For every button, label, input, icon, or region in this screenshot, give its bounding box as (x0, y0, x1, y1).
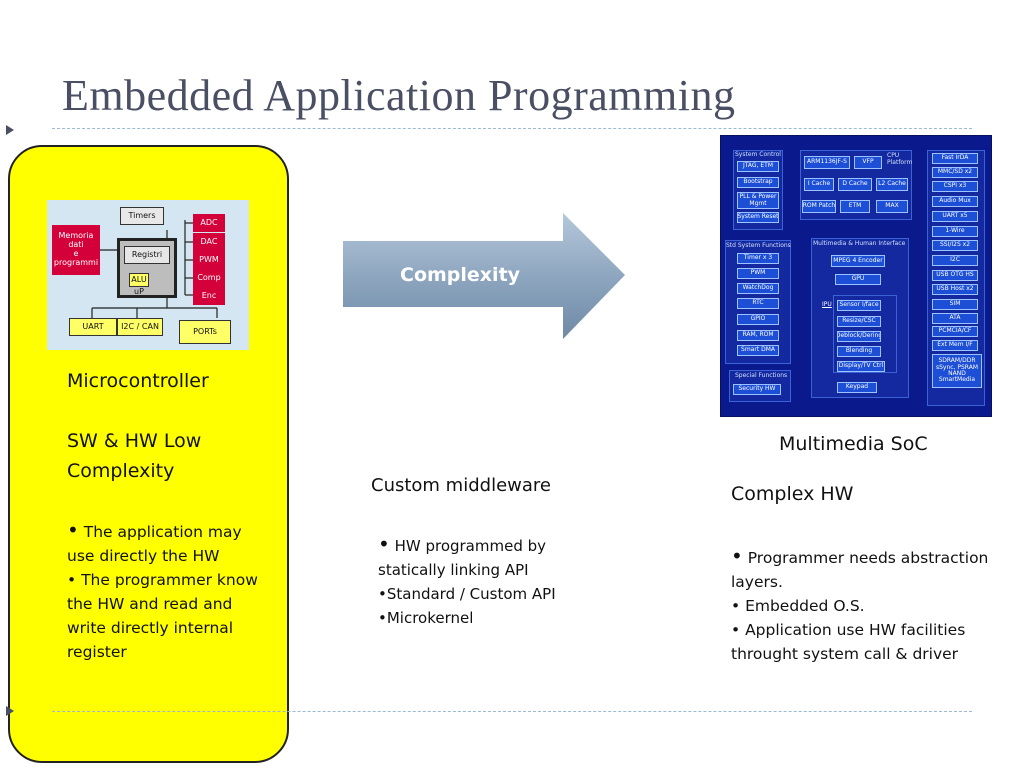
pll-block: PLL & Power Mgmt (737, 192, 779, 209)
l2cache-block: L2 Cache (876, 178, 908, 191)
arm-core-block: ARM1136JF-S (804, 156, 850, 169)
dac-block: DAC (193, 233, 225, 251)
deblock-block: Deblock/Dering (837, 331, 881, 342)
multimedia-label: Multimedia & Human Interface (813, 240, 906, 247)
uart-soc-block: UART x5 (932, 211, 978, 222)
ram-rom-block: RAM, ROM (737, 330, 779, 341)
usb-host-block: USB Host x2 (932, 284, 978, 295)
gpio-block: GPIO (737, 314, 779, 325)
std-system-label: Std System Functions (726, 242, 791, 249)
triangle-marker-icon (6, 706, 14, 716)
gpu-block: GPU (835, 274, 881, 285)
cspi-block: CSPI x3 (932, 181, 978, 192)
dcache-block: D Cache (838, 178, 872, 191)
ext-mem-block: Ext Mem I/F (932, 340, 978, 351)
sim-block: SIM (932, 299, 978, 310)
bottom-divider (52, 711, 972, 712)
i2c-can-block: I2C / CAN (117, 318, 163, 336)
memory-label-4: programmi (53, 257, 99, 267)
list-item: • Programmer needs abstraction layers. (731, 544, 989, 591)
complexity-arrow (343, 213, 625, 339)
memory-label-3: e (73, 249, 79, 258)
triangle-marker-icon (6, 125, 14, 135)
keypad-block: Keypad (837, 382, 877, 393)
slide-title: Embedded Application Programming (62, 71, 736, 120)
mpeg4-block: MPEG 4 Encoder (831, 255, 885, 267)
enc-block: Enc (193, 287, 225, 305)
pwm-block: PWM (193, 251, 225, 269)
watchdog-block: WatchDog (737, 283, 779, 294)
sdram-block: SDRAM/DDR sSync, PSRAM NAND SmartMedia (932, 354, 982, 388)
ssi-i2s-block: SSI/I2S x2 (932, 240, 978, 251)
microcontroller-block-diagram: Timers Memoria dati e programmi Registri… (47, 200, 249, 350)
timers-block: Timers (120, 207, 164, 225)
pcmcia-block: PCMCIA/CF (932, 326, 978, 337)
adc-block: ADC (193, 214, 225, 232)
alu-block: ALU (129, 273, 149, 287)
list-item: • Embedded O.S. (731, 597, 865, 615)
memory-label-1: Memoria (58, 231, 94, 241)
etm-block: ETM (840, 200, 870, 213)
i2c-soc-block: I2C (932, 255, 978, 266)
fast-irda-block: Fast IrDA (932, 153, 978, 164)
rtc-block: RTC (737, 298, 779, 309)
timer-block: Timer x 3 (737, 253, 779, 264)
pwm-soc-block: PWM (737, 268, 779, 279)
list-item: • Application use HW facilities throught… (731, 621, 966, 663)
list-item: • The application may use directly the H… (67, 518, 242, 565)
ipu-label: IPU (822, 301, 832, 308)
mmc-sd-block: MMC/SD x2 (932, 167, 978, 178)
security-hw-block: Security HW (733, 384, 781, 395)
microcontroller-bullets: • The application may use directly the H… (67, 518, 267, 664)
list-item: • The programmer know the HW and read an… (67, 571, 258, 661)
jtag-block: JTAG, ETM (737, 161, 779, 172)
icache-block: I Cache (804, 178, 834, 191)
microcontroller-heading: Microcontroller (67, 370, 209, 392)
list-item: •Standard / Custom API (378, 585, 556, 603)
top-divider (52, 128, 972, 129)
complex-hw-heading: Complex HW (731, 483, 854, 505)
rom-patch-block: ROM Patch (802, 200, 836, 213)
special-functions-label: Special Functions (735, 372, 788, 379)
multimedia-soc-diagram: System Control JTAG, ETM Bootstrap PLL &… (720, 135, 992, 417)
display-ctrl-block: Display/TV Ctrl (837, 361, 885, 372)
low-complexity-subheading: SW & HW Low Complexity (67, 430, 202, 482)
smart-dma-block: Smart DMA (737, 345, 779, 356)
one-wire-block: 1-Wire (932, 226, 978, 237)
soc-caption: Multimedia SoC (779, 433, 928, 455)
up-label: uP (134, 286, 144, 296)
sensor-interface-block: Sensor I/face (837, 300, 881, 311)
middleware-heading: Custom middleware (371, 475, 551, 496)
middleware-bullets: • HW programmed by statically linking AP… (378, 532, 588, 630)
vfp-block: VFP (854, 156, 882, 169)
list-item: • HW programmed by statically linking AP… (378, 532, 547, 579)
usb-otg-block: USB OTG HS (932, 270, 978, 281)
list-item: •Microkernel (378, 609, 474, 627)
blending-block: Blending (837, 346, 881, 357)
system-reset-block: System Reset (737, 212, 779, 223)
memory-block: Memoria dati e programmi (52, 225, 100, 275)
bootstrap-block: Bootstrap (737, 177, 779, 188)
ports-block: PORTs (179, 320, 231, 344)
resize-csc-block: Resize/CSC (837, 316, 881, 327)
arrow-label: Complexity (400, 264, 521, 286)
memory-label-2: dati (68, 240, 84, 250)
complex-hw-bullets: • Programmer needs abstraction layers. •… (731, 544, 991, 666)
audio-mux-block: Audio Mux (932, 196, 978, 207)
cpu-platform-label: CPU Platform (887, 152, 913, 166)
registers-block: Registri (124, 246, 170, 264)
comp-block: Comp (193, 269, 225, 287)
ata-block: ATA (932, 313, 978, 324)
uart-block: UART (69, 318, 117, 336)
diagram-connectors (91, 220, 218, 318)
max-block: MAX (876, 200, 908, 213)
system-control-label: System Control (735, 151, 781, 158)
